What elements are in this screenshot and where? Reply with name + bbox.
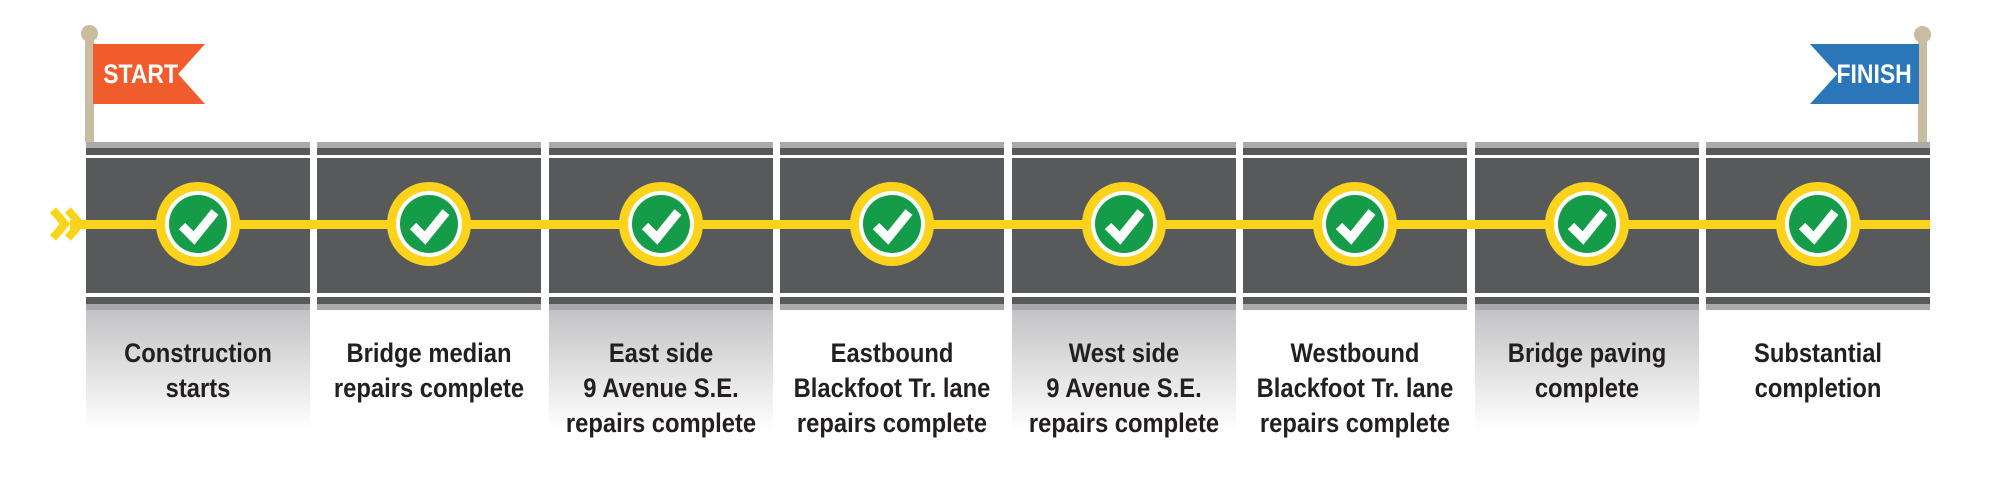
road-top-edge [780, 142, 1004, 148]
road-bottom-edge [1475, 304, 1699, 310]
road-segment: East side 9 Avenue S.E. repairs complete [549, 0, 773, 500]
road-top-strip [1243, 148, 1467, 155]
check-circle-icon [1313, 182, 1397, 266]
road-bottom-strip [1706, 297, 1930, 304]
road-top-strip [86, 148, 310, 155]
finish-flag-pole-ball [1914, 26, 1931, 43]
road-top-strip [1012, 148, 1236, 155]
road-top-strip [780, 148, 1004, 155]
milestone-label: Substantial completion [1753, 338, 1883, 403]
road-bottom-strip [1012, 297, 1236, 304]
road-bottom-strip [1475, 297, 1699, 304]
road-top-strip [1706, 148, 1930, 155]
road-bottom-edge [86, 304, 310, 310]
road-segment: Bridge paving complete [1475, 0, 1699, 500]
road-bottom-strip [1243, 297, 1467, 304]
road-bottom-edge [549, 304, 773, 310]
double-chevron-right-icon [49, 207, 86, 241]
start-flag-pole-ball [81, 25, 98, 42]
milestone-label: Construction starts [124, 338, 272, 403]
milestone-label: Bridge median repairs complete [333, 338, 525, 403]
road-segment: Substantial completion [1706, 0, 1930, 500]
check-circle-icon [387, 182, 471, 266]
road-segment: Construction starts [86, 0, 310, 500]
milestone-label: West side 9 Avenue S.E. repairs complete [1028, 338, 1220, 438]
start-flag-pole [85, 33, 94, 142]
road-bottom-edge [317, 304, 541, 310]
segment-shadow [1012, 310, 1236, 440]
road-top-edge [1706, 142, 1930, 148]
road-center-line [70, 220, 1930, 229]
road-top-edge [1475, 142, 1699, 148]
start-flag-label: START [103, 58, 178, 89]
milestone-label: Eastbound Blackfoot Tr. lane repairs com… [793, 338, 991, 438]
road-bottom-strip [86, 297, 310, 304]
road-top-edge [1243, 142, 1467, 148]
milestone-label: Westbound Blackfoot Tr. lane repairs com… [1256, 338, 1454, 438]
check-circle-icon [619, 182, 703, 266]
milestone-label: Bridge paving complete [1507, 338, 1667, 403]
road-bottom-edge [1012, 304, 1236, 310]
road-top-edge [317, 142, 541, 148]
segment-shadow [1475, 310, 1699, 440]
finish-flag-pole [1918, 34, 1927, 142]
road-top-edge [549, 142, 773, 148]
road-segment: Bridge median repairs complete [317, 0, 541, 500]
road-segment: Eastbound Blackfoot Tr. lane repairs com… [780, 0, 1004, 500]
segment-shadow [86, 310, 310, 440]
check-circle-icon [1082, 182, 1166, 266]
road-segment: West side 9 Avenue S.E. repairs complete [1012, 0, 1236, 500]
check-circle-icon [156, 182, 240, 266]
segment-shadow [549, 310, 773, 440]
check-circle-icon [1545, 182, 1629, 266]
road-bottom-strip [780, 297, 1004, 304]
check-circle-icon [1776, 182, 1860, 266]
road-top-edge [86, 142, 310, 148]
finish-flag-label: FINISH [1836, 58, 1913, 89]
road-top-strip [317, 148, 541, 155]
check-circle-icon [850, 182, 934, 266]
road-top-strip [549, 148, 773, 155]
road-segment: Westbound Blackfoot Tr. lane repairs com… [1243, 0, 1467, 500]
milestone-label: East side 9 Avenue S.E. repairs complete [565, 338, 757, 438]
road-bottom-strip [317, 297, 541, 304]
road-bottom-edge [780, 304, 1004, 310]
road-bottom-strip [549, 297, 773, 304]
road-bottom-edge [1243, 304, 1467, 310]
road-top-strip [1475, 148, 1699, 155]
road-bottom-edge [1706, 304, 1930, 310]
road-top-edge [1012, 142, 1236, 148]
